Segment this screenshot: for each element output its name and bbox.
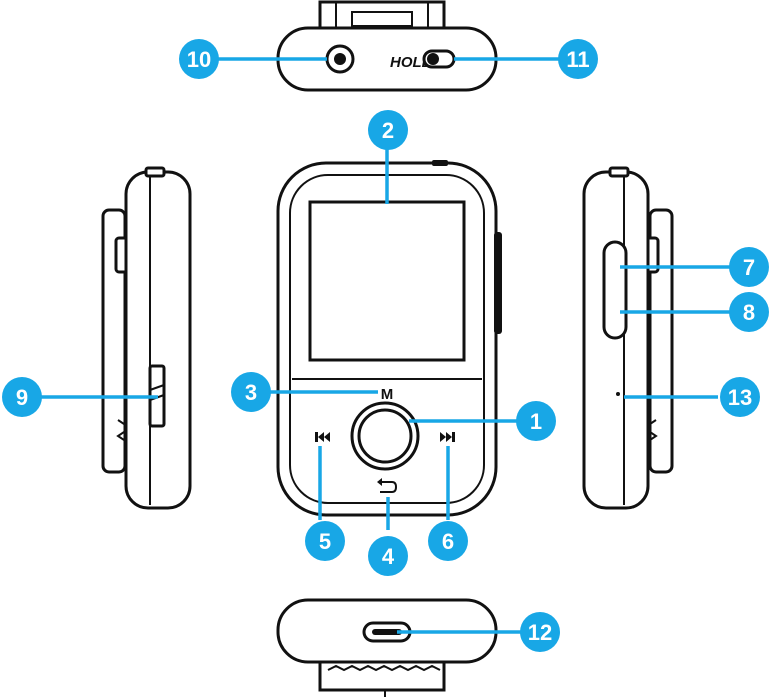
callout-9: 9 — [2, 377, 42, 417]
callout-12-number: 12 — [528, 620, 552, 645]
top-clip — [320, 2, 444, 30]
screen — [310, 202, 464, 360]
callout-8-number: 8 — [743, 300, 755, 325]
left-side-view — [103, 168, 190, 508]
hold-switch-knob — [427, 53, 439, 65]
callout-11-number: 11 — [566, 47, 589, 72]
right-body — [584, 172, 648, 508]
headphone-jack-icon — [327, 46, 353, 72]
callout-12: 12 — [520, 612, 560, 652]
callout-10-number: 10 — [187, 47, 211, 72]
callout-10: 10 — [179, 39, 219, 79]
callout-8: 8 — [729, 292, 769, 332]
callout-9-number: 9 — [16, 385, 28, 410]
side-hole — [616, 392, 620, 396]
callout-13: 13 — [720, 377, 760, 417]
callout-2-number: 2 — [382, 118, 394, 143]
callout-5-number: 5 — [319, 529, 331, 554]
callout-13-number: 13 — [728, 385, 752, 410]
callout-7-number: 7 — [743, 255, 755, 280]
left-body — [126, 172, 190, 508]
callout-5: 5 — [305, 521, 345, 561]
callout-4: 4 — [368, 536, 408, 576]
callout-6: 6 — [428, 521, 468, 561]
center-button — [352, 403, 418, 469]
right-side-view — [584, 168, 672, 508]
callout-1-number: 1 — [530, 409, 542, 434]
bottom-view — [278, 600, 496, 697]
top-view: HOLD — [278, 2, 496, 90]
callout-3-number: 3 — [245, 380, 257, 405]
callout-11: 11 — [558, 39, 598, 79]
side-button-rocker — [604, 242, 626, 338]
callout-3: 3 — [231, 372, 271, 412]
front-view: M — [278, 160, 502, 515]
callout-2: 2 — [368, 110, 408, 150]
callout-4-number: 4 — [382, 544, 395, 569]
callout-7: 7 — [729, 247, 769, 287]
menu-button: M — [381, 386, 394, 403]
callout-1: 1 — [516, 401, 556, 441]
callout-6-number: 6 — [442, 529, 454, 554]
